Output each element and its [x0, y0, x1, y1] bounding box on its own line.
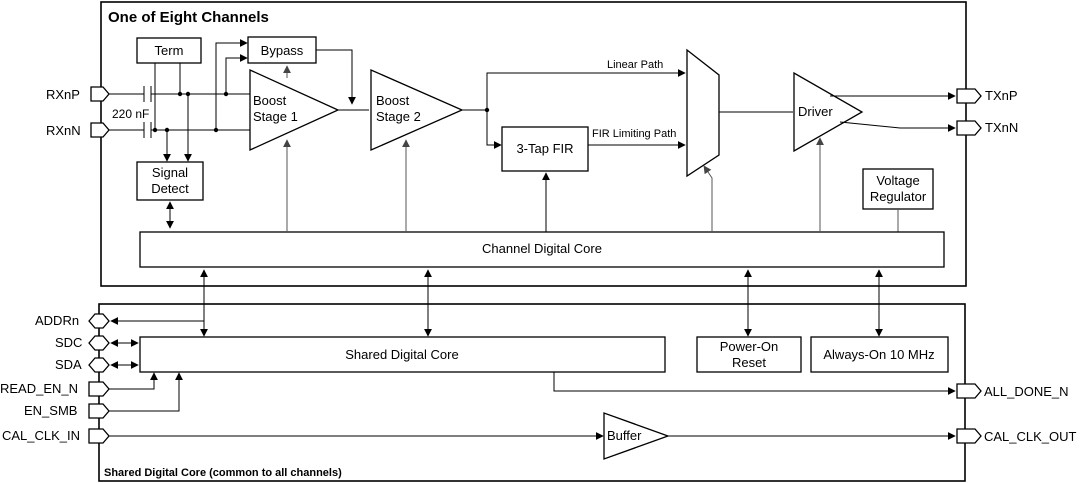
boost-stage-1 — [249, 68, 340, 152]
signal-detect-label-line2: Detect — [151, 181, 189, 196]
capacitor-rxnn — [143, 122, 152, 138]
pin-label-cal-clk-out: CAL_CLK_OUT — [984, 429, 1077, 444]
channel-digital-core — [139, 231, 945, 268]
signal-detect-block — [136, 161, 204, 201]
pin-label-all-done-n: ALL_DONE_N — [984, 384, 1069, 399]
pin-label-read-en-n: READ_EN_N — [0, 381, 78, 396]
boost2-label-line2: Stage 2 — [376, 109, 421, 124]
power-on-reset-block — [696, 336, 802, 373]
pin-txnp[interactable] — [956, 88, 982, 104]
pin-cal-clk-out[interactable] — [956, 428, 982, 444]
power-on-reset-label-line2: Reset — [732, 355, 766, 370]
boost1-label-line2: Stage 1 — [253, 109, 298, 124]
always-on-block — [810, 336, 949, 373]
buffer-label: Buffer — [607, 428, 642, 443]
pin-label-addrn: ADDRn — [35, 313, 79, 328]
boost-stage-2 — [370, 69, 464, 151]
term-block — [136, 37, 202, 64]
pin-cal-clk-in[interactable] — [88, 428, 110, 444]
power-on-reset-label-line1: Power-On — [720, 339, 779, 354]
signal-detect-label-line1: Signal — [152, 165, 188, 180]
shared-digital-core-label: Shared Digital Core — [345, 347, 458, 362]
channel-frame — [100, 1, 967, 287]
voltage-regulator-label-line2: Regulator — [870, 189, 927, 204]
buffer-block — [603, 412, 670, 460]
pin-txnn[interactable] — [956, 120, 982, 136]
channel-digital-core-label: Channel Digital Core — [482, 241, 602, 256]
pin-label-txnn: TXnN — [985, 120, 1018, 135]
pin-sdc[interactable] — [88, 335, 110, 351]
shared-digital-core — [139, 336, 666, 373]
pin-addrn[interactable] — [88, 313, 110, 329]
pin-en-smb[interactable] — [88, 403, 110, 419]
channel-frame-title: One of Eight Channels — [108, 9, 269, 26]
driver-label: Driver — [798, 104, 833, 119]
pin-sda[interactable] — [88, 357, 110, 373]
bypass-label: Bypass — [261, 43, 304, 58]
fir-label: 3-Tap FIR — [516, 141, 573, 156]
boost1-label-line1: Boost — [253, 93, 287, 108]
boost2-label-line1: Boost — [376, 93, 410, 108]
driver-block — [793, 71, 864, 153]
always-on-label: Always-On 10 MHz — [823, 347, 934, 362]
pin-label-en-smb: EN_SMB — [24, 403, 77, 418]
pin-label-txnp: TXnP — [985, 88, 1018, 103]
fir-block — [501, 126, 589, 172]
pin-read-en-n[interactable] — [88, 381, 110, 397]
voltage-regulator-block — [862, 168, 934, 210]
pin-rxnn[interactable] — [90, 122, 110, 138]
path-mux — [686, 48, 720, 178]
shared-frame-title: Shared Digital Core (common to all chann… — [104, 467, 342, 479]
fir-path-label: FIR Limiting Path — [592, 128, 676, 140]
pin-label-rxnp: RXnP — [46, 87, 80, 102]
pin-rxnp[interactable] — [90, 86, 110, 102]
pin-label-rxnn: RXnN — [46, 123, 81, 138]
linear-path-label: Linear Path — [607, 59, 663, 71]
term-label: Term — [155, 43, 184, 58]
shared-frame — [98, 303, 966, 482]
capacitor-label: 220 nF — [112, 107, 149, 121]
bypass-block — [247, 36, 317, 64]
pin-label-sda: SDA — [55, 357, 82, 372]
pin-label-sdc: SDC — [55, 335, 82, 350]
pin-label-cal-clk-in: CAL_CLK_IN — [2, 428, 80, 443]
pin-all-done-n[interactable] — [956, 383, 982, 399]
capacitor-rxnp — [143, 86, 152, 102]
voltage-regulator-label-line1: Voltage — [876, 173, 919, 188]
